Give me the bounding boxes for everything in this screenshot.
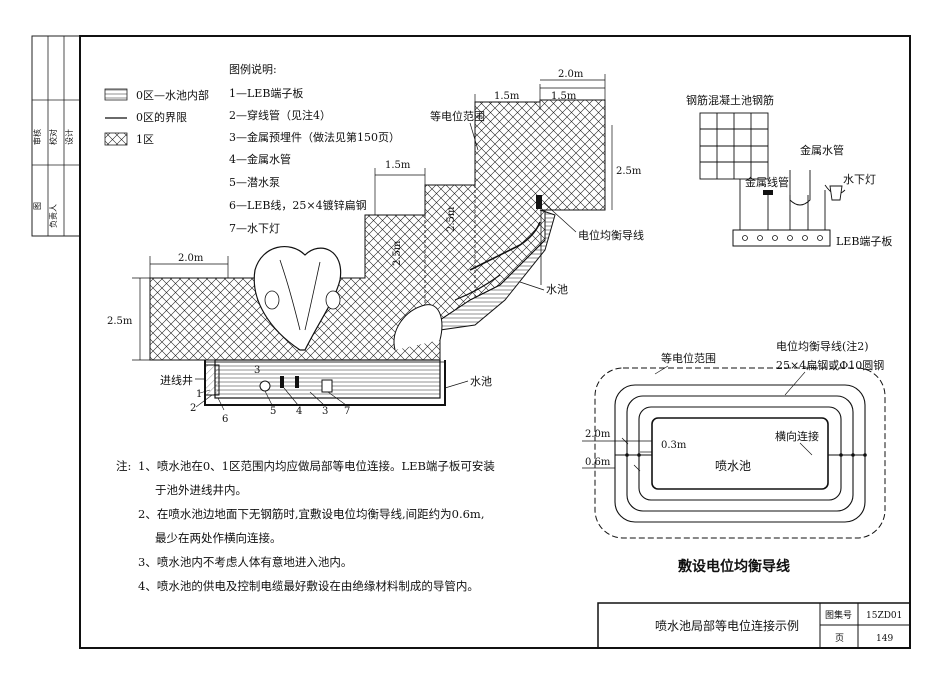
callout-5: 5 [270,406,276,417]
zone-legend: 0区—水池内部 0区的界限 1区 [104,88,209,146]
callout-3b: 3 [322,406,328,417]
side-cell-5: 负责人 [48,204,58,228]
callout-7: 7 [344,406,350,417]
atlas-label: 图集号 [825,609,852,621]
label-equi-range: 等电位范围 [430,109,485,123]
dim-2m-left: 2.0m [178,253,204,264]
plan-view: 2.0m 0.6m 0.3m 横向连接 喷水池 电位均衡导线(注2) 25×4扁… [582,339,886,575]
connection-detail: 钢筋混凝土池钢筋 金属水管 金属线管 水下灯 [686,93,892,248]
callout-6: 6 [222,414,228,425]
notes: 注: 1、喷水池在0、1区范围内均应做局部等电位连接。LEB端子板可安装 于池外… [116,459,495,593]
lamp-mark [829,185,843,201]
dim-2m-top: 2.0m [558,69,584,80]
section-diagram: 2.0m 1.5m 1.5m 1.5m 2.0m 2.5m 2.5m 2.5m … [107,69,644,425]
drawing-title: 喷水池局部等电位连接示例 [655,618,799,633]
callout-2: 2 [190,403,196,414]
note-line-1: 1、喷水池在0、1区范围内均应做局部等电位连接。LEB端子板可安装 [138,459,495,473]
legend-item-5: 5—潜水泵 [229,175,280,189]
side-cell-3: 设计 [64,129,74,145]
dim-25m-mid: 2.5m [446,206,457,232]
dim-15m-a: 1.5m [494,91,520,102]
leb-board [732,229,831,247]
label-pool-upper: 水池 [546,283,568,296]
dim-25m-mid2: 2.5m [392,240,403,266]
note-line-6: 4、喷水池的供电及控制电缆最好敷设在由绝缘材料制成的导管内。 [138,579,479,593]
note-line-3: 2、在喷水池边地面下无钢筋时,宜敷设电位均衡导线,间距约为0.6m, [138,507,484,521]
rebar-grid [699,112,769,180]
callout-3a: 3 [254,365,260,376]
title-block: 喷水池局部等电位连接示例 图集号 15ZD01 页 149 [597,602,911,649]
legend-item-2: 2—穿线管（见注4） [229,108,331,122]
plan-equi-range [594,367,886,539]
metal-pipe [280,376,284,388]
legend-item-6: 6—LEB线，25×4镀锌扁钢 [229,198,367,212]
plan-cross-conn: 横向连接 [775,429,819,443]
conn-underwater-lamp: 水下灯 [843,173,876,186]
page-label: 页 [835,633,844,644]
conn-metal-pipe: 金属水管 [800,143,844,157]
side-cell-1: 审核 [32,129,42,145]
plan-dim-2m: 2.0m [585,429,611,440]
note-line-5: 3、喷水池内不考虑人体有意地进入池内。 [138,555,352,569]
leb-mark [536,195,542,209]
plan-equi-range-label: 等电位范围 [661,351,716,365]
plan-pool [651,417,829,490]
legend-list: 图例说明: 1—LEB端子板 2—穿线管（见注4） 3—金属预埋件（做法见第15… [229,62,400,235]
conn-metal-conduit: 金属线管 [745,175,789,189]
note-line-2: 于池外进线井内。 [155,483,247,497]
label-pool-lower: 水池 [470,375,492,388]
sheet-frame [79,35,911,649]
page-no: 149 [876,634,893,644]
atlas-no: 15ZD01 [866,611,902,621]
zone-1-label: 1区 [136,133,154,146]
plan-dim-03m: 0.3m [661,440,687,451]
underwater-lamp [321,379,333,393]
legend-item-7: 7—水下灯 [229,222,280,235]
legend-item-3: 3—金属预埋件（做法见第150页） [229,130,400,144]
callout-4: 4 [296,406,302,417]
plan-flat-steel: 25×4扁钢或Φ10圆钢 [776,359,884,372]
note-line-4: 最少在两处作横向连接。 [155,531,282,545]
legend-heading: 图例说明: [229,62,277,76]
dim-25m-right: 2.5m [616,166,642,177]
dim-25m-left: 2.5m [107,316,133,327]
side-cell-2: 校对 [48,129,58,145]
callout-1: 1 [196,389,202,400]
zone-0-label: 0区—水池内部 [136,88,209,102]
legend-item-4: 4—金属水管 [229,152,291,166]
dim-15m-mid: 1.5m [385,160,411,171]
label-inlet-well: 进线井 [160,373,193,387]
plan-fountain: 喷水池 [715,459,751,473]
conn-leb-board: LEB端子板 [836,234,892,248]
metal-conduit-mark [763,190,773,195]
plan-balance-wire: 电位均衡导线(注2) [776,339,869,353]
inlet-well [204,364,220,396]
conn-rebar: 钢筋混凝土池钢筋 [686,93,774,107]
dim-15m-b: 1.5m [551,91,577,102]
pump [259,380,271,392]
legend-item-1: 1—LEB端子板 [229,86,303,100]
notes-prefix: 注: [116,459,131,473]
zone-0-boundary-label: 0区的界限 [136,110,187,124]
plan-caption: 敷设电位均衡导线 [678,558,790,575]
side-cell-4: 图 [33,202,42,210]
label-balance-wire: 电位均衡导线 [578,228,644,242]
side-strip: 审核 校对 设计 图 负责人 [31,35,81,237]
plan-dim-06m: 0.6m [585,457,611,468]
